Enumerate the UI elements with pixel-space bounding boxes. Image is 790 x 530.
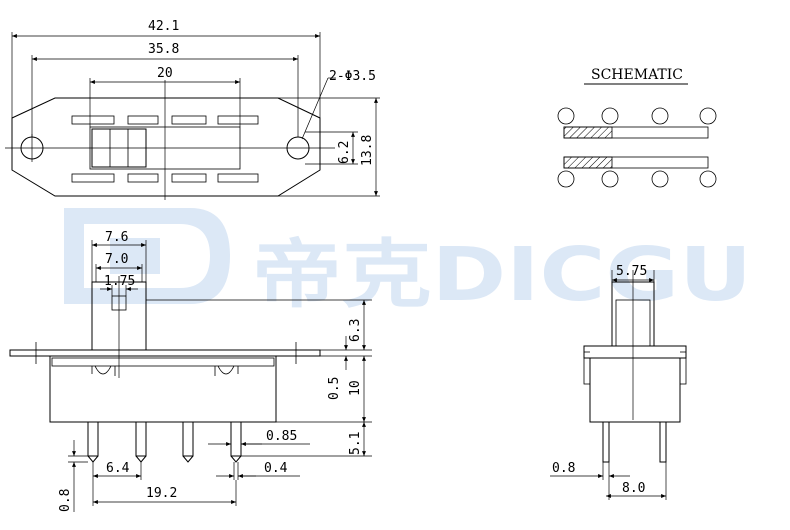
dim-pin-width: 0.85 xyxy=(266,429,297,444)
dim-side-pin-spacing: 8.0 xyxy=(622,481,645,496)
watermark-logo: 帝克DICGU xyxy=(64,208,752,318)
dim-pin-tip: 0.4 xyxy=(264,461,288,476)
dim-pin-span: 19.2 xyxy=(146,486,177,501)
side-view-pin-left xyxy=(602,421,610,463)
dim-flange-thickness: 0.5 xyxy=(327,377,342,400)
dim-knob-width: 1.75 xyxy=(104,274,135,289)
top-view-pads-top xyxy=(71,115,259,125)
side-view: 5.75 0.8 8.0 xyxy=(550,264,687,500)
dim-flange-height: 13.8 xyxy=(360,135,375,166)
front-view-body xyxy=(49,355,277,423)
dim-pin-tip-height: 0.8 xyxy=(58,489,73,512)
side-view-body xyxy=(589,357,681,423)
dim-pin-pitch: 6.4 xyxy=(106,461,130,476)
top-view-pads-bottom xyxy=(71,173,259,183)
dim-actuator-height: 6.3 xyxy=(348,319,363,342)
dim-actuator-inner: 7.0 xyxy=(105,252,128,267)
top-view-flange xyxy=(11,97,321,197)
side-view-flange xyxy=(583,345,687,359)
dim-body-length: 20 xyxy=(157,66,173,81)
dim-actuator-outer: 7.6 xyxy=(105,230,128,245)
schematic: SCHEMATIC xyxy=(557,67,717,188)
dim-pin-length: 5.1 xyxy=(348,432,363,455)
dim-pad-height: 6.2 xyxy=(337,141,352,164)
top-view: 42.1 35.8 20 2-Φ3.5 6.2 13.8 xyxy=(5,19,380,200)
dim-side-pin-thickness: 0.8 xyxy=(552,461,575,476)
front-view-flange xyxy=(9,349,321,357)
dim-body-height: 10 xyxy=(348,380,363,396)
front-view: 7.6 7.0 1.75 6.3 0.5 10 5.1 0.85 0.4 xyxy=(9,230,372,512)
dim-hole-diameter: 2-Φ3.5 xyxy=(329,69,376,84)
side-view-pin-right xyxy=(659,421,667,463)
watermark-text: 帝克DICGU xyxy=(252,232,752,318)
dim-overall-length: 42.1 xyxy=(148,19,179,34)
dim-hole-pitch: 35.8 xyxy=(148,42,179,57)
dim-side-actuator-width: 5.75 xyxy=(616,264,647,279)
front-view-pins xyxy=(87,421,242,463)
schematic-title: SCHEMATIC xyxy=(591,67,683,83)
